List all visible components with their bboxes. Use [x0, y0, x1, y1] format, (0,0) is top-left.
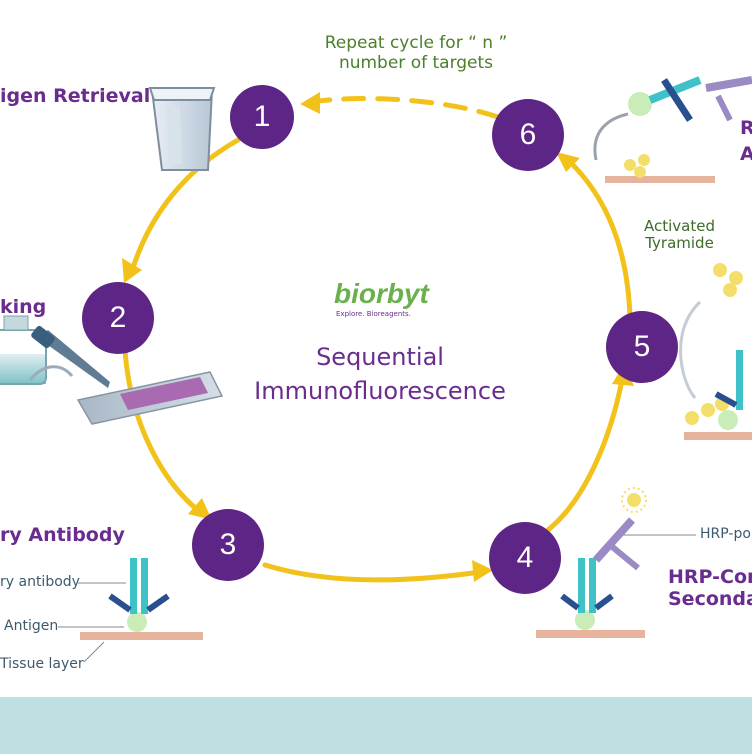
arrowhead-to-3: [188, 498, 212, 520]
step-1-number: 1: [253, 100, 271, 133]
arrow-1-to-2: [130, 137, 241, 271]
step-6-label: R A: [740, 116, 752, 167]
arrow-3-to-4: [262, 562, 483, 583]
step-2-circle: [82, 282, 154, 354]
logo-wordmark: biorbyt: [334, 278, 429, 309]
step-6-label-line-1: R: [740, 117, 752, 139]
cycle-arrows: [122, 96, 633, 583]
step-3-label: ry Antibody: [0, 524, 125, 546]
step-4-number: 4: [516, 541, 534, 574]
hrp-secondary-antibody-icon: [536, 487, 647, 638]
pointer-lines: [58, 534, 696, 663]
step-3-number: 3: [219, 528, 237, 561]
diagram-title: Sequential Immunofluorescence: [230, 340, 530, 408]
step-4-label-line-1: HRP-Con: [668, 566, 752, 588]
arrowhead-to-1: [300, 92, 320, 114]
step-circles: [82, 85, 678, 594]
title-line-1: Sequential: [316, 343, 444, 371]
title-line-2: Immunofluorescence: [254, 377, 506, 405]
hrp-polymer-annotation: HRP-po: [700, 526, 751, 542]
step-1-circle: [230, 85, 294, 149]
logo-tagline: Explore. Bioreagents.: [336, 310, 411, 319]
activated-tyramide-note: Activated Tyramide: [644, 217, 715, 253]
step-2-number: 2: [109, 301, 127, 334]
step-2-label: king: [0, 296, 47, 318]
step-4-circle: [489, 522, 561, 594]
tissue-layer-annotation: Tissue layer: [0, 656, 84, 672]
arrow-2-to-3: [122, 347, 203, 515]
repeat-cycle-line-1: Repeat cycle for “ n ”: [324, 33, 508, 53]
bottle-icon: [0, 315, 47, 385]
arrow-5-to-6: [565, 157, 633, 321]
activated-tyramide-line-2: Tyramide: [645, 234, 714, 253]
pipette-icon: [31, 325, 110, 388]
arrow-4-to-5: [545, 377, 625, 533]
step-1-label: igen Retrieval: [0, 85, 151, 107]
antigen-annotation: Antigen: [4, 618, 59, 634]
retrieval-container-icon: [148, 87, 216, 171]
step-6-circle: [492, 99, 564, 171]
antibody-removal-icon: [593, 76, 752, 183]
arrowhead-to-2: [122, 258, 142, 283]
arrow-6-to-1-dashed: [307, 96, 501, 120]
step-3-circle: [192, 509, 264, 581]
step-5-number: 5: [633, 330, 651, 363]
step-4-label: HRP-Con Seconda: [668, 566, 752, 611]
step-6-number: 6: [519, 118, 537, 151]
step-4-label-line-2: Seconda: [668, 587, 752, 610]
arrowhead-to-6: [556, 152, 580, 172]
transfer-arrow-icon: [28, 365, 74, 381]
step-6-label-line-2: A: [740, 142, 752, 165]
repeat-cycle-note: Repeat cycle for “ n ” number of targets: [316, 33, 516, 73]
primary-antibody-annotation: ry antibody: [0, 574, 80, 590]
activated-tyramide-line-1: Activated: [644, 217, 715, 235]
step-5-circle: [606, 311, 678, 383]
repeat-cycle-line-2: number of targets: [338, 52, 494, 73]
primary-antibody-icon: [80, 558, 203, 640]
slide-icon: [76, 371, 224, 425]
arrowhead-to-4: [472, 560, 493, 582]
tyramide-icon: [679, 263, 752, 440]
biorbyt-logo: biorbyt Explore. Bioreagents.: [334, 278, 454, 318]
footer-band: [0, 697, 752, 754]
